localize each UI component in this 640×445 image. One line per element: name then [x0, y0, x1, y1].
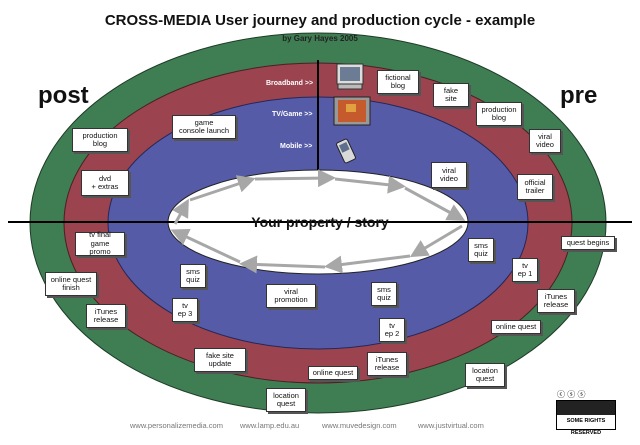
cc-sa-icon: ⓢ [577, 390, 586, 399]
box-fictional-blog: fictional blog [377, 70, 419, 94]
box-tv-ep-1: tv ep 1 [512, 258, 538, 282]
box-itunes-release-bottom: iTunes release [367, 352, 407, 376]
box-sms-quiz-right: sms quiz [468, 238, 494, 262]
box-production-blog-left: production blog [72, 128, 128, 152]
diagram-subtitle: by Gary Hayes 2005 [282, 34, 358, 43]
box-tv-ep-3: tv ep 3 [172, 298, 198, 322]
footer-link-muvedesign[interactable]: www.muvedesign.com [322, 421, 397, 430]
cc-label: SOME RIGHTS RESERVED [566, 418, 606, 436]
diagram-title: CROSS-MEDIA User journey and production … [104, 12, 536, 29]
box-location-quest-right: location quest [465, 363, 505, 387]
cycle-arrows [170, 169, 466, 274]
box-online-quest-finish: online quest finish [45, 272, 97, 296]
box-production-blog-right: production blog [476, 102, 522, 126]
box-game-console-launch: game console launch [172, 115, 236, 139]
box-viral-video-inner: viral video [431, 162, 467, 188]
post-label: post [38, 82, 89, 109]
box-dvd-extras: dvd + extras [81, 170, 129, 196]
box-itunes-release-left: iTunes release [86, 304, 126, 328]
box-fake-site: fake site [433, 83, 469, 107]
cc-license-icons: ⓒ ⓢ ⓢ [557, 389, 585, 400]
footer-link-personalizemedia[interactable]: www.personalizemedia.com [130, 421, 223, 430]
footer-link-lamp[interactable]: www.lamp.edu.au [240, 421, 300, 430]
mobile-ring-label: Mobile >> [280, 143, 313, 150]
box-sms-quiz-left: sms quiz [180, 264, 206, 288]
cc-nc-icon: ⓢ [567, 390, 576, 399]
mobile-phone-icon [336, 138, 356, 164]
cc-by-icon: ⓒ [557, 390, 565, 399]
box-tv-ep-2: tv ep 2 [379, 318, 405, 342]
box-viral-promotion: viral promotion [266, 284, 316, 308]
box-online-quest-bottom: online quest [308, 366, 358, 380]
box-online-quest-right: online quest [491, 320, 541, 334]
pre-label: pre [560, 82, 598, 109]
box-official-trailer: official trailer [517, 174, 553, 200]
box-location-quest-bottom: location quest [266, 388, 306, 412]
broadband-computer-icon [336, 63, 364, 90]
box-itunes-release-right: iTunes release [537, 289, 575, 313]
story-center-label: Your property / story [251, 214, 389, 230]
footer-link-justvirtual[interactable]: www.justvirtual.com [418, 421, 484, 430]
tvgame-ring-label: TV/Game >> [272, 111, 313, 118]
cc-license-badge[interactable]: SOME RIGHTS RESERVED [556, 400, 616, 436]
box-fake-site-update: fake site update [194, 348, 246, 372]
box-tv-final-game-promo: tv final game promo [75, 231, 125, 256]
box-viral-video-right: viral video [529, 129, 561, 153]
box-sms-quiz-bottom: sms quiz [371, 282, 397, 306]
box-quest-begins: quest begins [561, 236, 615, 250]
broadband-ring-label: Broadband >> [266, 80, 314, 87]
tv-game-icon [333, 96, 371, 126]
